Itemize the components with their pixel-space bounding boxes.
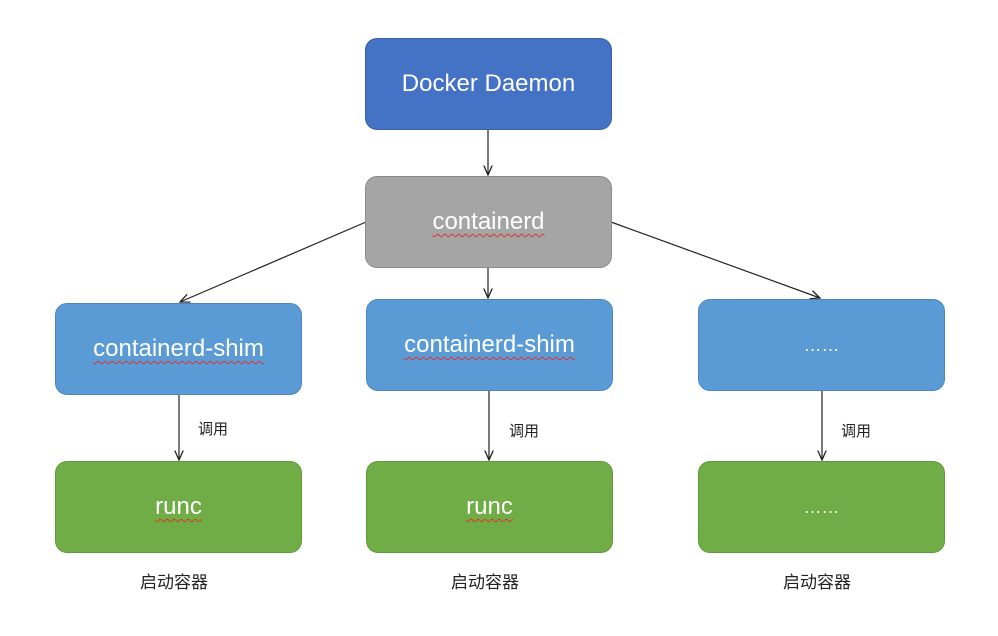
containerd-label: containerd [432,208,545,235]
runc-mid-node: runc [366,461,613,553]
caption-start-container-left: 启动容器 [140,573,208,593]
containerd-shim-mid-node: containerd-shim [366,299,613,391]
containerd-node: containerd [365,176,612,268]
shim-right-placeholder-label: …… [803,334,840,355]
docker-daemon-node: Docker Daemon [365,38,612,130]
runtime-right-placeholder-label: …… [803,496,840,517]
edge-containerd-to-shim-right [610,221,820,298]
docker-daemon-label: Docker Daemon [401,70,576,97]
containerd-shim-mid-label: containerd-shim [404,331,575,358]
runc-left-node: runc [55,461,302,553]
call-label-right: 调用 [841,422,872,440]
call-label-mid: 调用 [509,422,540,440]
containerd-shim-left-label: containerd-shim [93,335,264,363]
caption-start-container-right: 启动容器 [783,573,851,593]
runtime-right-placeholder-node: …… [698,461,945,553]
runc-left-label: runc [155,493,202,520]
containerd-shim-left-node: containerd-shim [55,303,302,395]
containerd-shim-left-text: containerd-shim [93,335,264,362]
edge-containerd-to-shim-left [180,221,367,302]
call-label-left: 调用 [198,420,229,438]
runc-mid-label: runc [466,493,513,520]
shim-right-placeholder-node: …… [698,299,945,391]
caption-start-container-mid: 启动容器 [451,573,519,593]
